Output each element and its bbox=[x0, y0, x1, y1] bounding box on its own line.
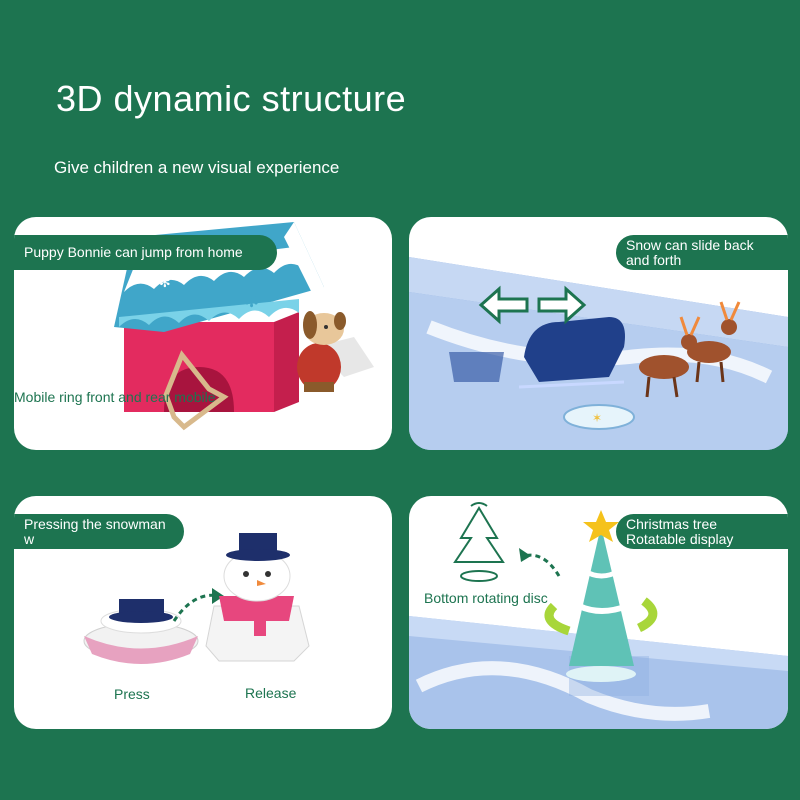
tree-illustration bbox=[409, 502, 788, 729]
card-snowman: Pressing the snowman w Press Release bbox=[14, 496, 392, 729]
release-label: Release bbox=[245, 685, 297, 701]
tree-tag: Christmas tree Rotatable display bbox=[616, 514, 788, 549]
snowman-tag-text: Pressing the snowman w bbox=[24, 515, 166, 547]
svg-text:✻: ✻ bbox=[244, 291, 259, 311]
sleigh-tag-line1: Snow can slide back bbox=[626, 236, 754, 253]
card-sleigh: ✶ Snow can slide back and forth bbox=[409, 217, 788, 450]
tree-tag-line2: Rotatable display bbox=[626, 530, 734, 547]
sleigh-tag: Snow can slide back and forth bbox=[616, 235, 788, 270]
press-label: Press bbox=[114, 686, 150, 702]
doghouse-tag: Puppy Bonnie can jump from home bbox=[14, 235, 277, 270]
sleigh-illustration: ✶ bbox=[409, 257, 788, 450]
sleigh-tag-line2: and forth bbox=[626, 251, 682, 268]
snowman-illustration bbox=[83, 533, 310, 664]
page-subtitle: Give children a new visual experience bbox=[54, 158, 340, 177]
tree-tag-line1: Christmas tree bbox=[626, 515, 718, 532]
tree-note: Bottom rotating disc bbox=[424, 590, 548, 606]
card-doghouse: ✻ ✻ Puppy Bonnie can jump from home Mobi… bbox=[14, 217, 392, 450]
snowman-tag: Pressing the snowman w bbox=[14, 514, 184, 549]
doghouse-note: Mobile ring front and rear mobile bbox=[14, 389, 216, 405]
card-tree: Christmas tree Rotatable display Bottom … bbox=[409, 496, 788, 729]
svg-text:✶: ✶ bbox=[592, 411, 602, 425]
page-title: 3D dynamic structure bbox=[56, 78, 407, 119]
svg-text:✻: ✻ bbox=[159, 274, 171, 290]
doghouse-tag-text: Puppy Bonnie can jump from home bbox=[24, 244, 243, 260]
